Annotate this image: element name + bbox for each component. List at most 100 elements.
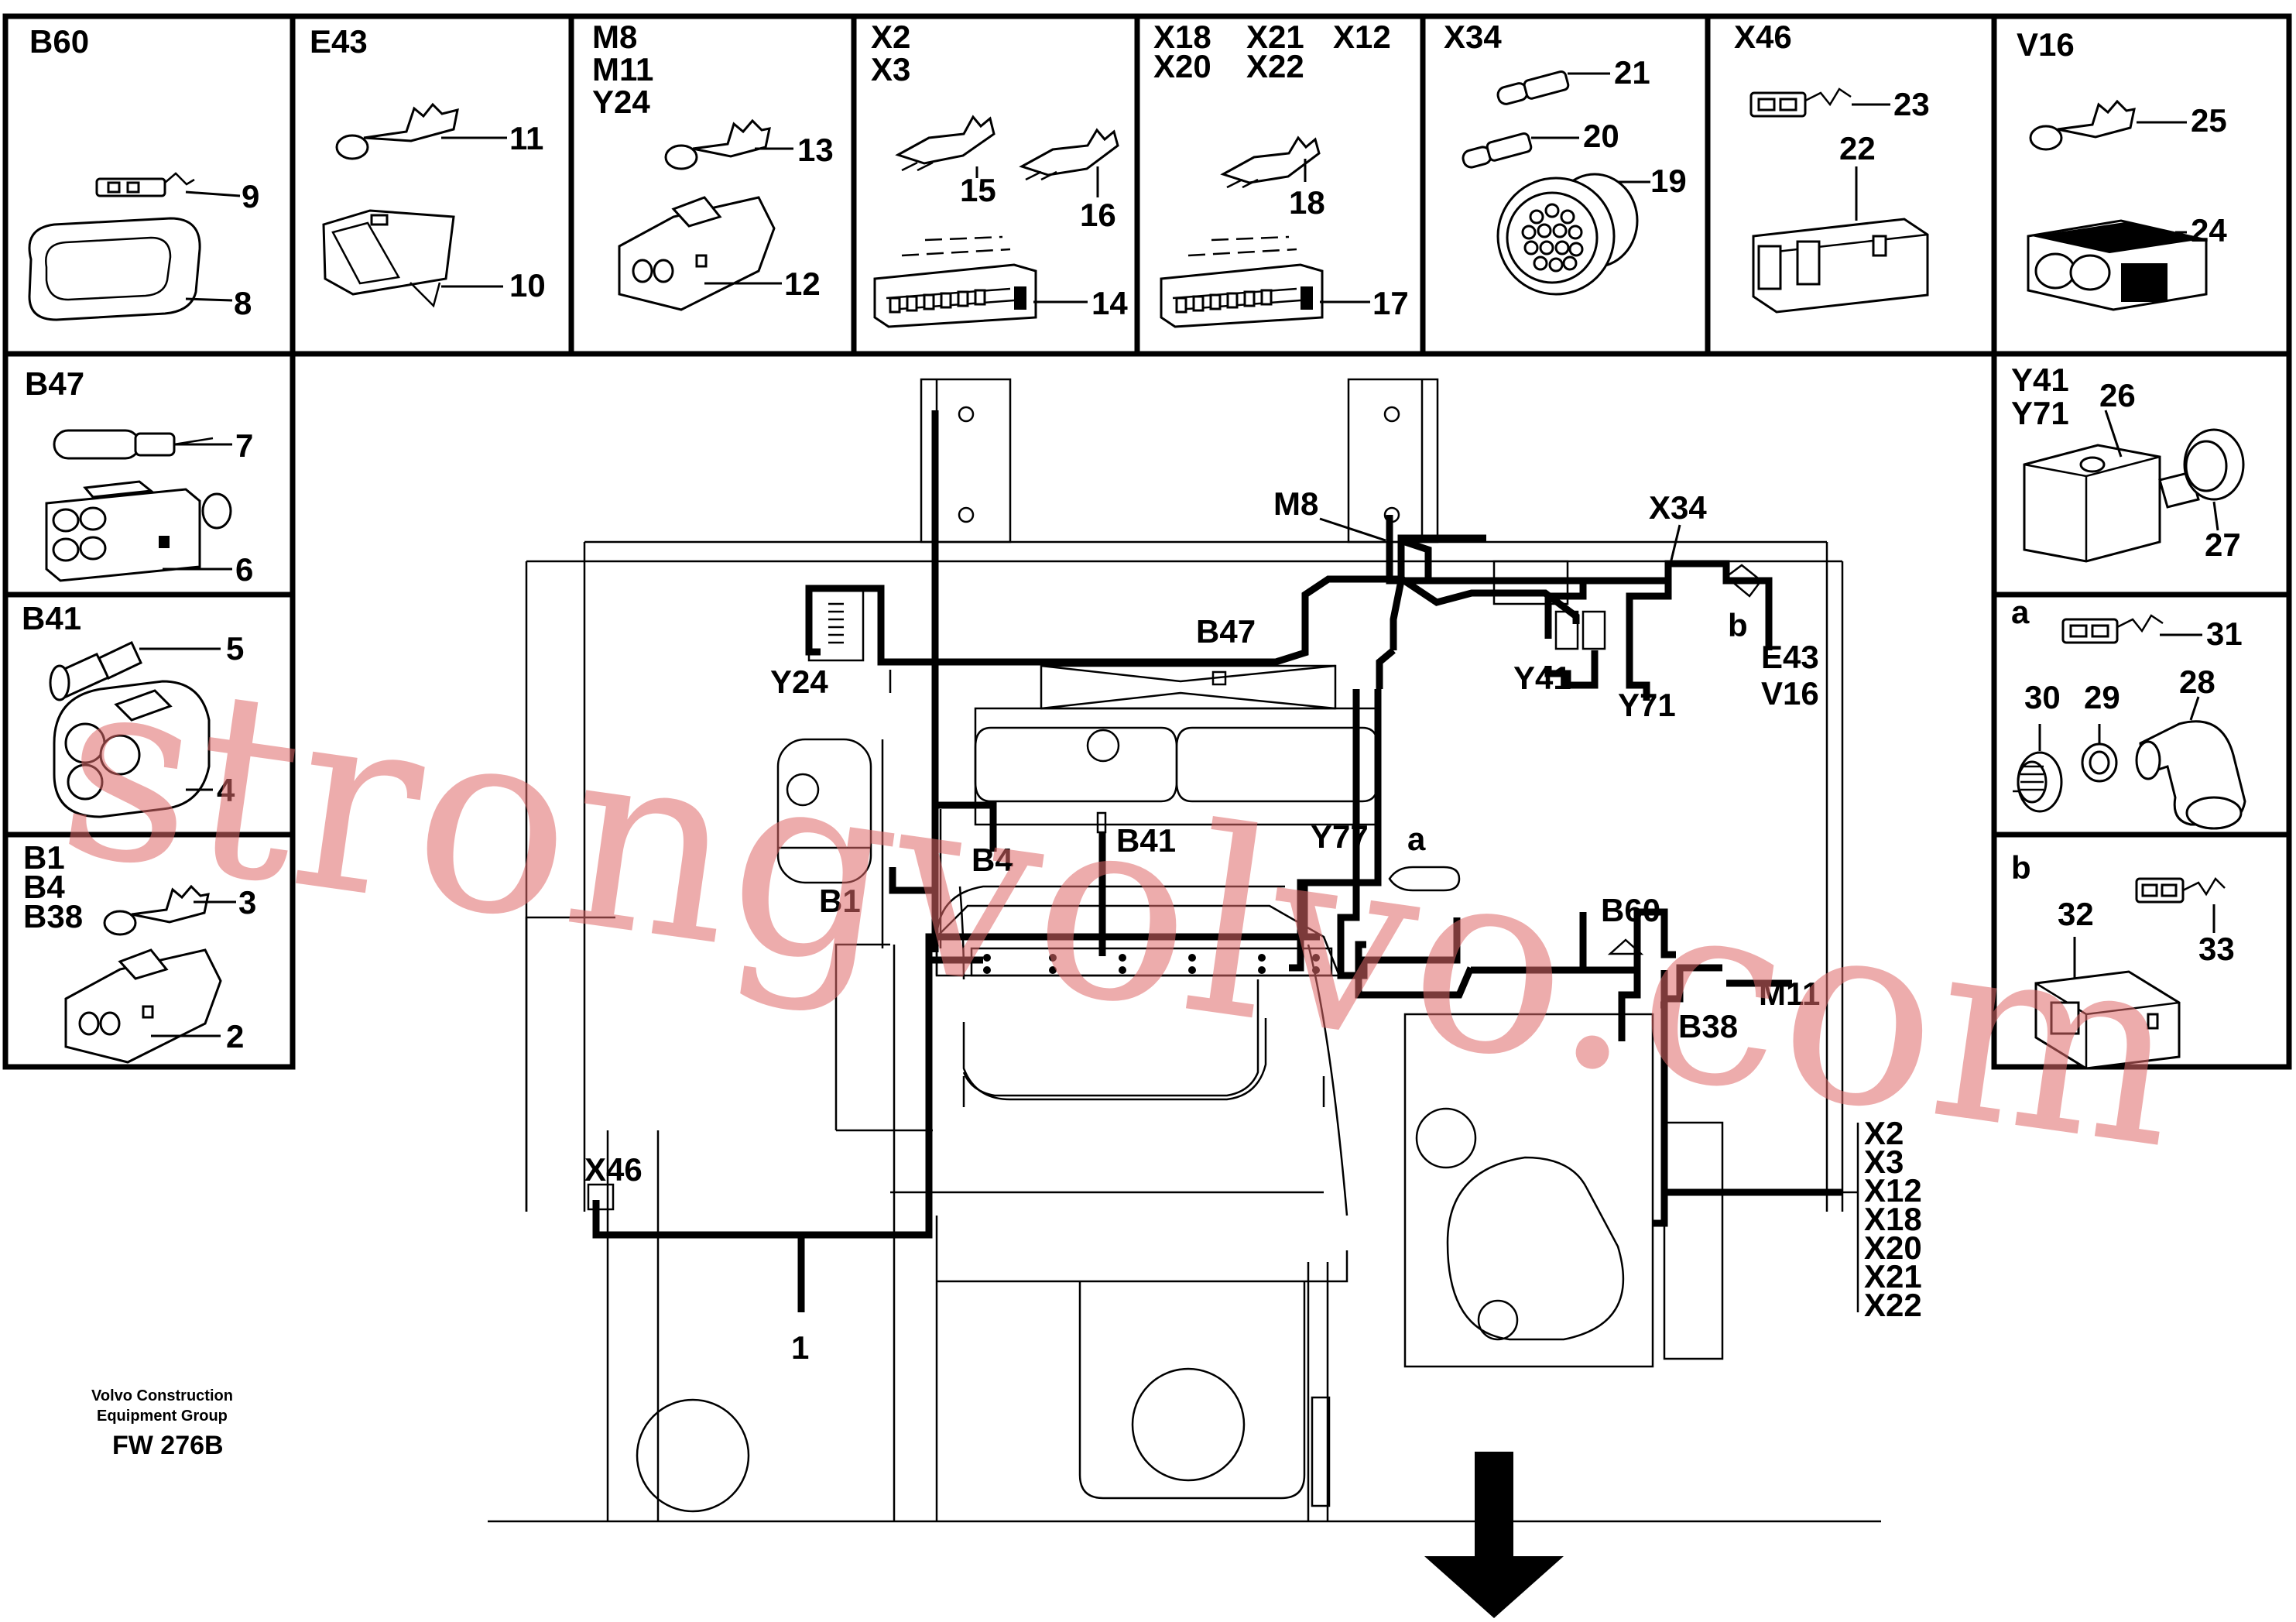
a-callout-29: 29 (2084, 679, 2120, 715)
v16-callout-25: 25 (2191, 102, 2227, 139)
footer-line2: Equipment Group (97, 1408, 228, 1425)
b60-terminal-icon (95, 172, 195, 197)
label-x12: X12 (1864, 1172, 1922, 1209)
panel-m8: M8 M11 Y24 13 12 (592, 19, 834, 311)
panel-x18-title-1: X18 (1153, 19, 1211, 55)
m8-connector-icon (618, 196, 776, 311)
x18-block-connector-icon (1160, 235, 1324, 328)
panel-x18-title-2: X21 (1246, 19, 1304, 55)
v16-callout-24: 24 (2191, 212, 2227, 249)
x18-callout-17: 17 (1372, 285, 1409, 321)
x46-terminal-icon (1749, 87, 1852, 118)
panel-y41-title-2: Y71 (2011, 395, 2069, 431)
a-callout-28: 28 (2179, 664, 2215, 700)
label-y77: Y77 (1311, 818, 1369, 855)
x2-callout-15: 15 (960, 172, 996, 208)
panel-b: b 33 32 (2011, 849, 2235, 1070)
panel-b-title: b (2011, 849, 2031, 886)
e43-connector-icon (322, 209, 455, 308)
b-terminal-icon (2135, 876, 2226, 904)
label-x34: X34 (1649, 489, 1707, 526)
label-b4: B4 (972, 842, 1013, 878)
down-arrow-icon (1424, 1452, 1564, 1618)
y41-callout-27: 27 (2205, 526, 2241, 563)
panel-b1-title-3: B38 (23, 898, 83, 934)
label-x18: X18 (1864, 1201, 1922, 1237)
x34-callout-20: 20 (1583, 118, 1619, 154)
b47-connector-icon (45, 480, 232, 582)
x18-terminal-icon (1220, 135, 1321, 189)
panel-a: a 31 30 29 28 (2011, 594, 2246, 830)
panel-m8-title-2: M11 (592, 51, 653, 87)
a-washer-icon (2081, 742, 2118, 783)
panel-x2-title-2: X3 (871, 51, 910, 87)
panel-b60: B60 9 8 (28, 23, 259, 321)
b1-callout-3: 3 (238, 884, 256, 921)
b1-callout-2: 2 (226, 1018, 244, 1054)
main-labels: M8 X34 B47 Y24 b E43 V16 Y41 Y71 B4 B41 … (584, 485, 1922, 1366)
label-y41: Y41 (1513, 660, 1571, 696)
x34-callout-19: 19 (1650, 163, 1687, 199)
label-x2: X2 (1864, 1115, 1904, 1151)
label-y24: Y24 (770, 664, 828, 700)
label-v16: V16 (1761, 675, 1819, 712)
panel-y41-title-1: Y41 (2011, 362, 2069, 398)
x2-callout-14: 14 (1091, 285, 1128, 321)
label-x22: X22 (1864, 1287, 1922, 1323)
x2-callout-16: 16 (1080, 197, 1116, 233)
panel-x34-title: X34 (1444, 19, 1502, 55)
panel-x46-title: X46 (1734, 19, 1792, 55)
label-b: b (1728, 607, 1748, 643)
footer-code: FW 276B (112, 1431, 224, 1460)
a-nut-icon (2013, 751, 2063, 813)
label-a: a (1407, 821, 1426, 857)
a-terminal-icon (2061, 614, 2164, 644)
y41-callout-26: 26 (2099, 377, 2136, 413)
x2-terminal-icon-b (1019, 128, 1119, 181)
b41-pin-icon (49, 640, 142, 701)
panel-b47-title: B47 (25, 365, 84, 402)
panel-y41: Y41 Y71 26 27 (2011, 362, 2245, 563)
panel-x46: X46 23 22 (1734, 19, 1930, 314)
b41-callout-4: 4 (217, 772, 235, 808)
label-x3: X3 (1864, 1144, 1904, 1180)
x46-housing-icon (1752, 218, 1929, 314)
m8-callout-12: 12 (784, 266, 821, 302)
label-e43: E43 (1761, 639, 1819, 675)
panel-x2-title-1: X2 (871, 19, 910, 55)
panel-v16-title: V16 (2017, 26, 2075, 63)
label-harness-1: 1 (791, 1329, 809, 1366)
a-elbow-icon (2135, 720, 2246, 830)
m8-callout-13: 13 (797, 132, 834, 168)
label-y71: Y71 (1618, 687, 1676, 723)
footer-line1: Volvo Construction (91, 1387, 233, 1404)
e43-callout-11: 11 (509, 120, 543, 156)
v16-connector-icon (2027, 219, 2208, 311)
b-callout-33: 33 (2198, 931, 2235, 967)
panel-x18: X18 X21 X12 X20 X22 18 17 (1153, 19, 1409, 328)
panel-b60-title: B60 (29, 23, 89, 60)
x46-callout-23: 23 (1893, 86, 1930, 122)
label-b60: B60 (1601, 892, 1660, 928)
a-callout-31: 31 (2206, 616, 2243, 652)
panel-b47: B47 7 6 (25, 365, 253, 588)
x46-callout-22: 22 (1839, 130, 1876, 166)
b60-callout-9: 9 (242, 178, 259, 214)
panel-v16: V16 25 24 (2017, 26, 2227, 311)
top-panel-frames (2, 13, 2292, 1070)
m8-terminal-icon (664, 118, 771, 170)
x34-callout-21: 21 (1614, 54, 1650, 91)
b1-terminal-icon (103, 884, 210, 936)
e43-terminal-icon (335, 102, 459, 160)
y41-solenoid-icon (2023, 428, 2245, 563)
panel-x18-title-5: X22 (1246, 48, 1304, 84)
v16-terminal-icon (2029, 99, 2136, 151)
panel-a-title: a (2011, 594, 2030, 630)
panel-b41-title: B41 (22, 600, 81, 636)
panel-e43-title: E43 (310, 23, 368, 60)
e43-callout-10: 10 (509, 267, 546, 303)
label-b38: B38 (1678, 1008, 1738, 1044)
label-b1: B1 (819, 883, 861, 919)
panel-x18-title-3: X12 (1333, 19, 1391, 55)
panel-b1: B1 B4 B38 3 2 (23, 839, 256, 1064)
